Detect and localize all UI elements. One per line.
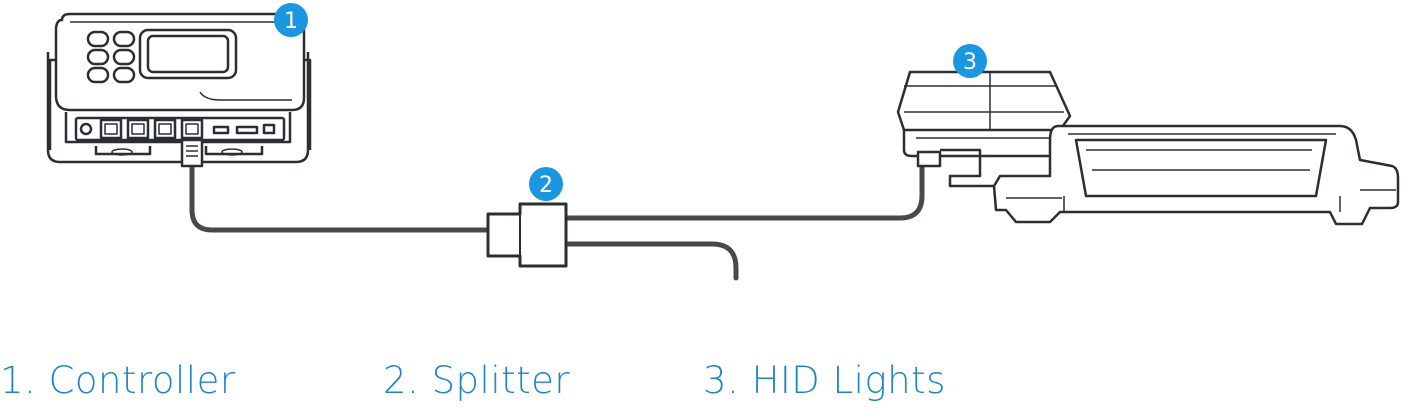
controller-cable bbox=[189, 162, 491, 233]
badge-controller-number: 1 bbox=[284, 9, 298, 34]
lights-cable bbox=[563, 153, 925, 221]
badge-splitter: 2 bbox=[529, 167, 563, 201]
caption-splitter: 2. Splitter bbox=[383, 359, 571, 402]
badge-controller: 1 bbox=[274, 3, 308, 37]
badge-splitter-number: 2 bbox=[539, 173, 553, 198]
spare-cable bbox=[563, 241, 739, 281]
caption-controller: 1. Controller bbox=[0, 359, 236, 402]
badge-hid-lights: 3 bbox=[953, 44, 987, 78]
hid-light-device bbox=[896, 70, 1400, 226]
badge-circle bbox=[953, 44, 987, 78]
cables bbox=[189, 153, 925, 281]
caption-hid-lights: 3. HID Lights bbox=[703, 359, 946, 402]
controller-device bbox=[46, 12, 312, 168]
badge-circle bbox=[529, 167, 563, 201]
badge-circle bbox=[274, 3, 308, 37]
splitter-device bbox=[486, 202, 568, 268]
badge-hid-lights-number: 3 bbox=[963, 50, 977, 75]
